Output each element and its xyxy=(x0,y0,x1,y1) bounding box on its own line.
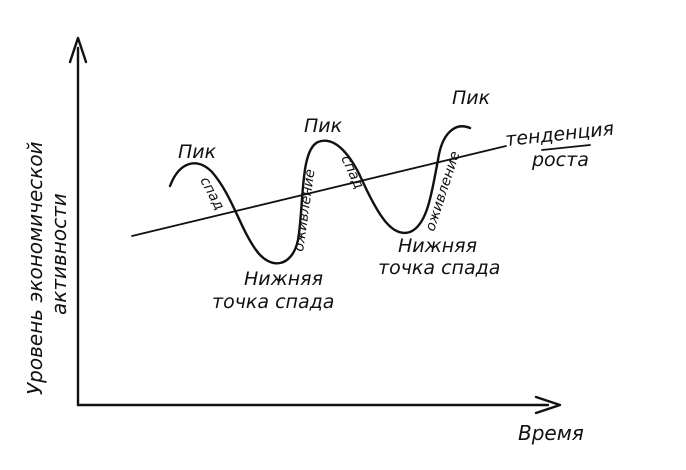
trend-label-line2: роста xyxy=(531,149,589,171)
trend-label-underline xyxy=(541,144,591,151)
peak-label-2: Пик xyxy=(304,115,343,137)
y-axis-arrowhead xyxy=(68,36,88,64)
peak-label-3: Пик xyxy=(452,87,491,109)
revival-label-1: оживление xyxy=(291,168,318,252)
business-cycle-curve xyxy=(168,125,472,265)
decline-label-1: спад xyxy=(196,174,227,213)
trend-label-line1: тенденция xyxy=(504,118,615,151)
growth-trend-line xyxy=(131,145,507,237)
trough-label-2-line1: Нижняя xyxy=(398,235,477,257)
x-axis-label: Время xyxy=(518,421,584,445)
x-axis-arrowhead xyxy=(534,395,562,415)
trough-label-1-line1: Нижняя xyxy=(244,268,323,290)
y-axis-label-line2: активности xyxy=(47,193,71,315)
trough-label-2-line2: точка спада xyxy=(378,257,500,279)
trough-label-1-line2: точка спада xyxy=(212,291,334,313)
y-axis-label-line1: Уровень экономической xyxy=(23,141,47,395)
peak-label-1: Пик xyxy=(178,141,217,163)
